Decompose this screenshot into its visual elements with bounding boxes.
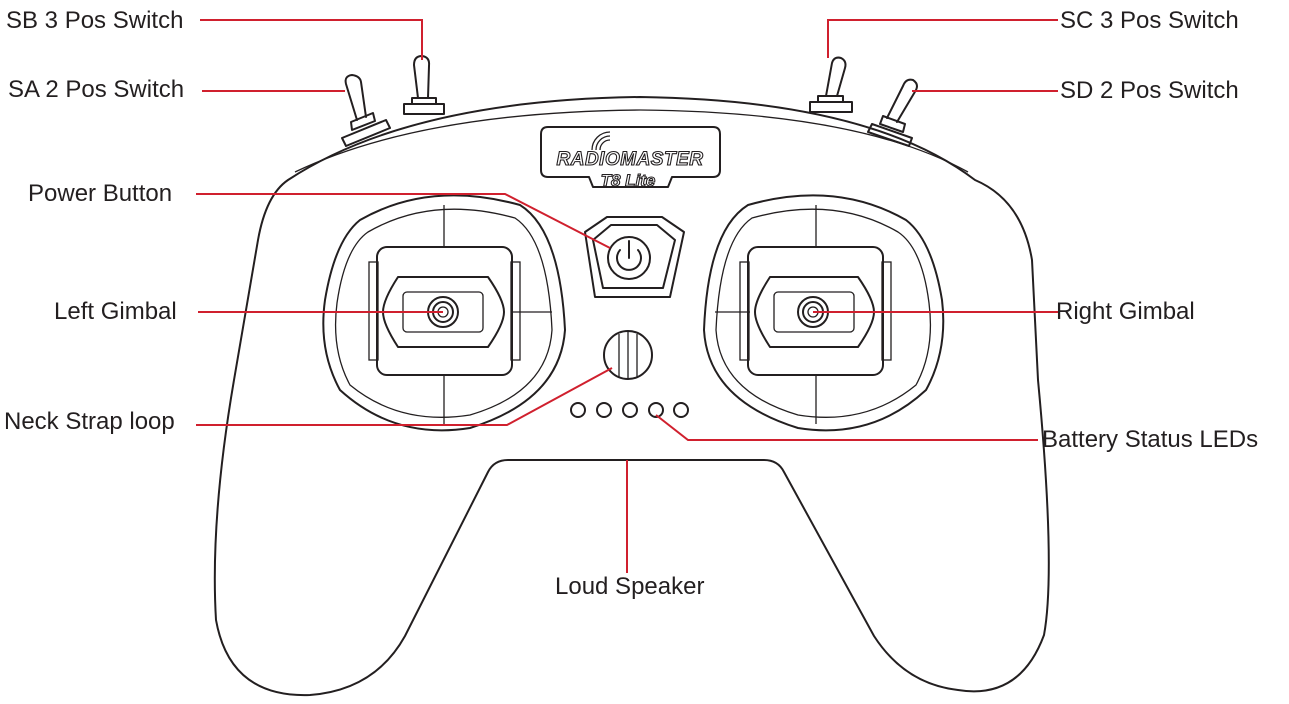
label-right-gimbal: Right Gimbal [1056, 298, 1195, 325]
neck-strap-loop [603, 330, 653, 380]
brand-logo-text: RADIOMASTER [557, 149, 704, 170]
label-left-gimbal: Left Gimbal [54, 298, 177, 325]
leader-sb [200, 19, 423, 60]
power-icon [616, 240, 642, 271]
leader-neck-strap [196, 367, 613, 426]
label-neck-strap-loop: Neck Strap loop [4, 408, 175, 435]
sc-switch [809, 56, 853, 113]
leader-power [196, 193, 611, 249]
right-gimbal [703, 194, 945, 432]
leader-sc [827, 19, 1058, 58]
label-sc-switch: SC 3 Pos Switch [1060, 7, 1239, 34]
brand-model-text: T8 Lite [601, 171, 656, 190]
label-loud-speaker: Loud Speaker [555, 573, 705, 600]
leader-battery [655, 414, 1038, 441]
sa-switch [341, 74, 391, 147]
signal-icon [591, 131, 611, 151]
power-button [584, 216, 685, 298]
battery-leds [570, 402, 689, 418]
label-sb-switch: SB 3 Pos Switch [6, 7, 184, 34]
leader-lines [196, 19, 1058, 573]
controller-body [213, 96, 1050, 697]
label-battery-leds: Battery Status LEDs [1042, 426, 1259, 453]
sb-switch [403, 55, 445, 115]
label-power-button: Power Button [28, 180, 173, 207]
label-sd-switch: SD 2 Pos Switch [1060, 77, 1239, 104]
sd-switch [867, 78, 918, 147]
label-sa-switch: SA 2 Pos Switch [8, 76, 185, 103]
brand-badge: RADIOMASTER T8 Lite [540, 126, 721, 191]
